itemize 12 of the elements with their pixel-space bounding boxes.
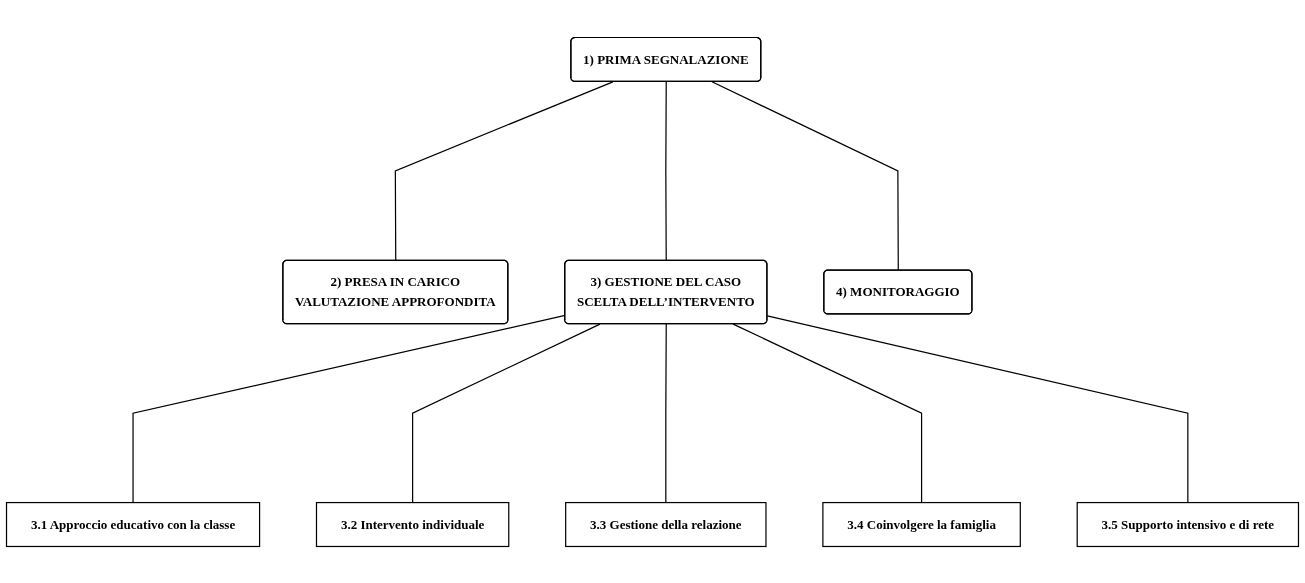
connector [665,80,667,261]
node-box: 3.4 Coinvolgere la famiglia [822,501,1021,547]
node-box: 3.1 Approccio educativo con la classe [5,501,261,547]
connector [766,314,1189,503]
node-box: 3.3 Gestione della relazione [565,501,767,547]
node-box: 3.2 Intervento individuale [315,501,510,547]
connector [711,80,899,271]
connector [732,323,923,503]
node-box: 3.5 Supporto intensivo e di rete [1076,501,1300,547]
connector [394,80,614,261]
connector [665,323,667,503]
connector [412,323,601,503]
